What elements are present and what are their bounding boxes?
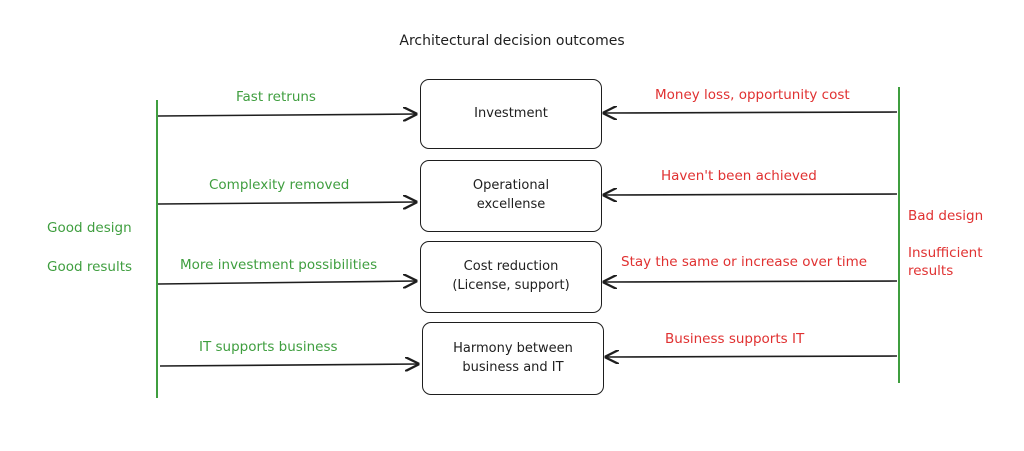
outcome-box-investment: Investment [420,79,602,149]
bad-arrow-harmony [606,356,898,357]
right-label-bad-design: Bad design [908,208,984,224]
good-arrow-cost [157,281,416,284]
outcome-box-operational-excellence: Operational excellense [420,160,602,232]
bad-label-cost: Stay the same or increase over time [621,254,868,270]
right-label-insufficient-results: Insufficient results [908,245,983,280]
bad-arrow-investment [604,112,898,113]
good-arrow-operational [157,202,416,204]
bad-label-investment: Money loss, opportunity cost [655,87,850,103]
good-label-cost: More investment possibilities [180,257,378,273]
outcome-box-harmony: Harmony between business and IT [422,322,604,395]
good-label-harmony: IT supports business [199,339,338,355]
good-label-operational: Complexity removed [209,177,350,193]
left-label-good-results: Good results [47,259,133,275]
bad-label-operational: Haven't been achieved [661,168,817,184]
diagram-title: Architectural decision outcomes [399,33,625,49]
bad-arrow-operational [604,194,898,195]
bad-label-harmony: Business supports IT [665,331,805,347]
outcome-box-cost-reduction: Cost reduction (License, support) [420,241,602,313]
bad-arrow-cost [604,281,898,282]
good-arrow-harmony [159,364,418,366]
good-label-investment: Fast retruns [236,89,316,105]
left-label-good-design: Good design [47,220,132,236]
good-arrow-investment [157,114,416,116]
